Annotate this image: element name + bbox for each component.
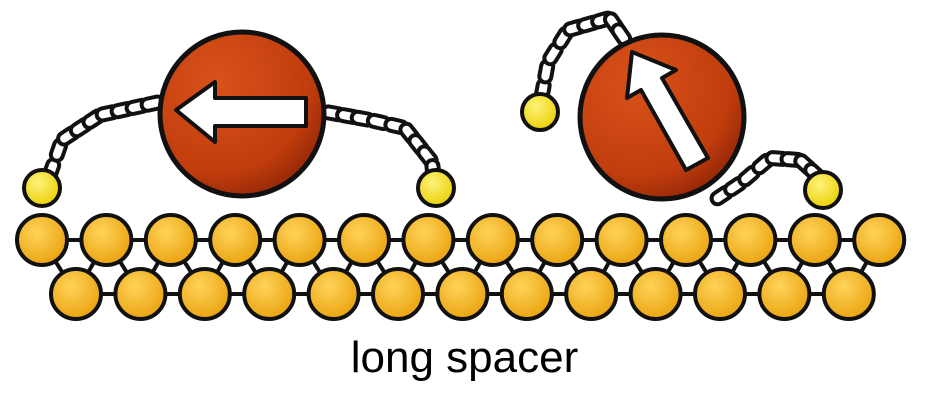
substrate-atom [143, 213, 198, 267]
anchor-atom [416, 168, 456, 208]
substrate-atom [499, 267, 554, 321]
substrate-atom [530, 213, 585, 267]
anchor-atoms [22, 92, 843, 210]
substrate-atom [564, 267, 619, 321]
substrate-atom [242, 267, 297, 321]
substrate-atom [401, 213, 456, 267]
substrate-lattice [15, 213, 907, 321]
substrate-atom [787, 213, 842, 267]
substrate-atom [659, 213, 713, 267]
substrate-atom [272, 213, 327, 267]
substrate-atom [337, 213, 391, 267]
right-molecule-chain-top [533, 10, 633, 104]
linker-chains [41, 10, 827, 207]
substrate-atom [15, 213, 69, 267]
substrate-atom [371, 267, 425, 321]
substrate-atom [113, 267, 168, 321]
caption-label: long spacer [350, 333, 579, 382]
left-molecule-chain-left [41, 94, 166, 183]
substrate-atom [723, 213, 778, 267]
left-molecule-chain-right [320, 104, 442, 184]
substrate-atom [49, 267, 103, 321]
anchor-atom [22, 168, 62, 208]
substrate-atom [628, 267, 683, 321]
substrate-atom [757, 267, 812, 321]
arrow-up-left-icon [625, 50, 710, 172]
substrate-atom [465, 213, 520, 267]
substrate-atom [852, 213, 907, 267]
anchor-atom [520, 92, 560, 132]
substrate-atom [177, 267, 232, 321]
anchor-atom [803, 170, 843, 210]
substrate-atom [594, 213, 649, 267]
substrate-atom [306, 267, 361, 321]
substrate-atom [79, 213, 134, 267]
substrate-atom [208, 213, 263, 267]
left-molecule [157, 29, 327, 199]
arrow-left-icon [174, 80, 308, 144]
substrate-atom [821, 267, 876, 321]
substrate-atom [435, 267, 490, 321]
right-molecule [577, 32, 747, 202]
right-molecule-chain-bottom [709, 150, 827, 207]
substrate-atom [693, 267, 747, 321]
